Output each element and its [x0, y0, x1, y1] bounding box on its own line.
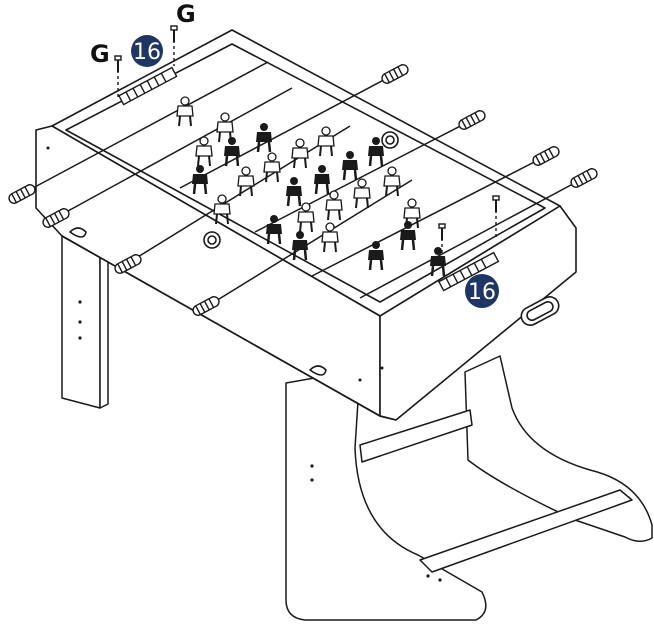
leveling-knob-right — [309, 365, 327, 376]
rod-7 — [311, 144, 562, 277]
rod-2 — [40, 87, 293, 230]
hardware-label-g-right: G — [176, 0, 196, 28]
part-callout-number: 16 — [133, 40, 161, 65]
footrest-bar — [419, 489, 633, 573]
hardware-labels: G G — [90, 0, 196, 68]
rod-1 — [6, 61, 269, 206]
goal-bars — [117, 66, 500, 292]
screw-right — [170, 25, 178, 66]
right-leg-front — [285, 369, 487, 621]
rod-3 — [112, 125, 351, 276]
leveling-knob-left — [69, 227, 87, 238]
rod-8 — [359, 166, 600, 299]
callouts: 16 16 — [131, 35, 499, 308]
part-callout-badge — [131, 35, 163, 67]
rod-5 — [179, 62, 411, 189]
crossbar — [359, 409, 473, 463]
goal-bar-back — [117, 66, 178, 106]
goal-bar-front — [437, 251, 500, 292]
screw-left — [114, 55, 122, 98]
hardware-label-g-left: G — [90, 40, 110, 68]
rod-6 — [254, 108, 488, 233]
part-callout-bottom: 16 — [465, 274, 499, 308]
left-leg-edge — [99, 245, 109, 409]
cabinet-bottom-edge — [61, 235, 397, 421]
screw-front-left — [438, 223, 446, 268]
part-callout-number: 16 — [468, 280, 496, 305]
screw-front-right — [492, 195, 500, 240]
screws — [114, 25, 500, 268]
part-callout-top: 16 — [131, 35, 163, 67]
left-leg-panel — [61, 229, 101, 409]
part-callout-badge — [465, 274, 499, 308]
rods — [6, 61, 600, 318]
